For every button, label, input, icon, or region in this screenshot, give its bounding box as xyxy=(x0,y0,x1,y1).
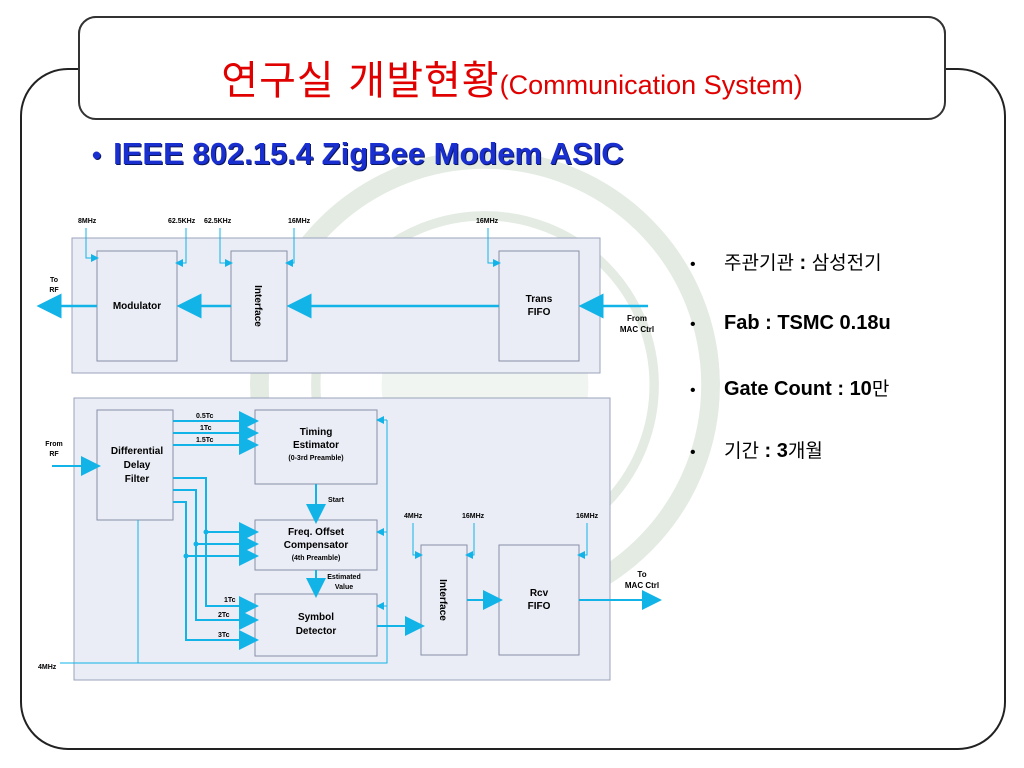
bullet-dot-icon: • xyxy=(92,140,102,170)
main-bullet: • IEEE 802.15.4 ZigBee Modem ASIC xyxy=(92,136,624,172)
main-bullet-text: IEEE 802.15.4 ZigBee Modem ASIC xyxy=(113,136,624,171)
symbol-detector-block xyxy=(254,593,378,657)
ddf-to-freq-bus xyxy=(173,501,259,650)
info-item-fab: • Fab : TSMC 0.18u xyxy=(690,312,891,335)
rx-interface-label: Interface xyxy=(437,579,448,621)
start-label: Start xyxy=(328,497,345,504)
tc-label: 1.5Tc xyxy=(196,437,213,444)
tx-clock-label: 16MHz xyxy=(476,218,499,225)
bullet-dot-icon: • xyxy=(690,316,696,333)
info-item-period: • 기간 : 3개월 xyxy=(690,436,823,463)
tx-clock-label: 16MHz xyxy=(288,218,311,225)
rcv-fifo-block xyxy=(498,544,580,656)
rx-clock-line xyxy=(412,523,423,559)
ddf-to-freq-bus xyxy=(173,477,259,616)
info-label: 기간 xyxy=(724,440,759,462)
modulator-label: Modulator xyxy=(113,301,161,312)
info-sep: : xyxy=(793,252,812,274)
title-box-overlay: 연구실 개발현황(Communication System) xyxy=(78,16,946,120)
rx-clock-line xyxy=(577,523,588,559)
bullet-dot-icon: • xyxy=(690,382,696,399)
title-english: (Communication System) xyxy=(499,70,803,100)
rx-interface-block xyxy=(420,544,468,656)
tx-clock-label: 8MHz xyxy=(78,218,97,225)
tx-clock-label: 62.5KHz xyxy=(204,218,232,225)
tc-label: 1Tc xyxy=(224,597,236,604)
junction-dot xyxy=(203,529,209,535)
info-value: 삼성전기 xyxy=(811,252,882,274)
info-label: Fab xyxy=(724,312,760,334)
info-sep: : xyxy=(759,312,778,334)
tx-interface-label: Interface xyxy=(252,285,263,327)
tx-clock-line xyxy=(285,228,295,267)
info-sep: : xyxy=(831,378,850,400)
tc-label: 0.5Tc xyxy=(196,413,213,420)
bullet-dot-icon: • xyxy=(690,444,696,461)
timing-estimator-block xyxy=(254,409,378,485)
tc-label: 3Tc xyxy=(218,632,230,639)
info-item-sponsor: • 주관기관 : 삼성전기 xyxy=(690,248,882,275)
tc-label: 1Tc xyxy=(200,425,212,432)
rx-clock-label: 16MHz xyxy=(576,513,599,520)
info-value: 3 xyxy=(776,440,788,462)
info-item-gate-count: • Gate Count : 10만 xyxy=(690,374,889,401)
tx-interface-block xyxy=(230,250,288,362)
tx-clock-line xyxy=(219,228,233,267)
info-sep: : xyxy=(758,440,777,462)
bullet-dot-icon: • xyxy=(690,256,696,273)
info-suffix: 만 xyxy=(871,378,890,400)
tx-clock-label: 62.5KHz xyxy=(168,218,196,225)
tc-label: 2Tc xyxy=(218,612,230,619)
info-value: TSMC 0.18u xyxy=(777,312,891,334)
tx-clock-line xyxy=(175,228,187,267)
rx-clock-line xyxy=(137,420,388,664)
slide-title: 연구실 개발현황(Communication System) xyxy=(80,48,944,106)
title-korean: 연구실 개발현황 xyxy=(221,58,500,104)
rx-clock-label: 16MHz xyxy=(462,513,485,520)
tx-clock-line xyxy=(487,228,501,267)
rx-4mhz-label: 4MHz xyxy=(38,664,57,671)
info-value: 10 xyxy=(849,378,872,400)
tx-clock-line xyxy=(85,228,99,262)
rx-clock-label: 4MHz xyxy=(404,513,423,520)
info-label: Gate Count xyxy=(724,378,832,400)
trans-fifo-block xyxy=(498,250,580,362)
junction-dot xyxy=(183,553,189,559)
junction-dot xyxy=(193,541,199,547)
modulator-block xyxy=(96,250,178,362)
info-label: 주관기관 xyxy=(724,252,794,274)
rx-clock-line xyxy=(465,523,475,559)
info-suffix: 개월 xyxy=(787,440,823,462)
ddf-block xyxy=(96,409,174,521)
